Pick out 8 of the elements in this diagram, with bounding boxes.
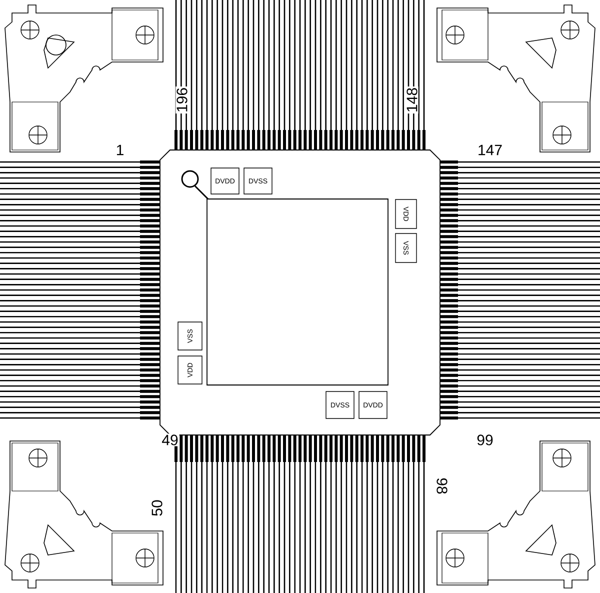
pin-number: 147 xyxy=(476,144,504,156)
pin-number: 148 xyxy=(406,86,418,114)
pin-number: 50 xyxy=(150,498,164,518)
pin-number: 98 xyxy=(436,476,448,496)
pin-number: 1 xyxy=(114,144,126,156)
pin-number: 49 xyxy=(160,434,180,446)
pin-number: 99 xyxy=(476,434,494,446)
pin-number: 196 xyxy=(176,86,188,114)
